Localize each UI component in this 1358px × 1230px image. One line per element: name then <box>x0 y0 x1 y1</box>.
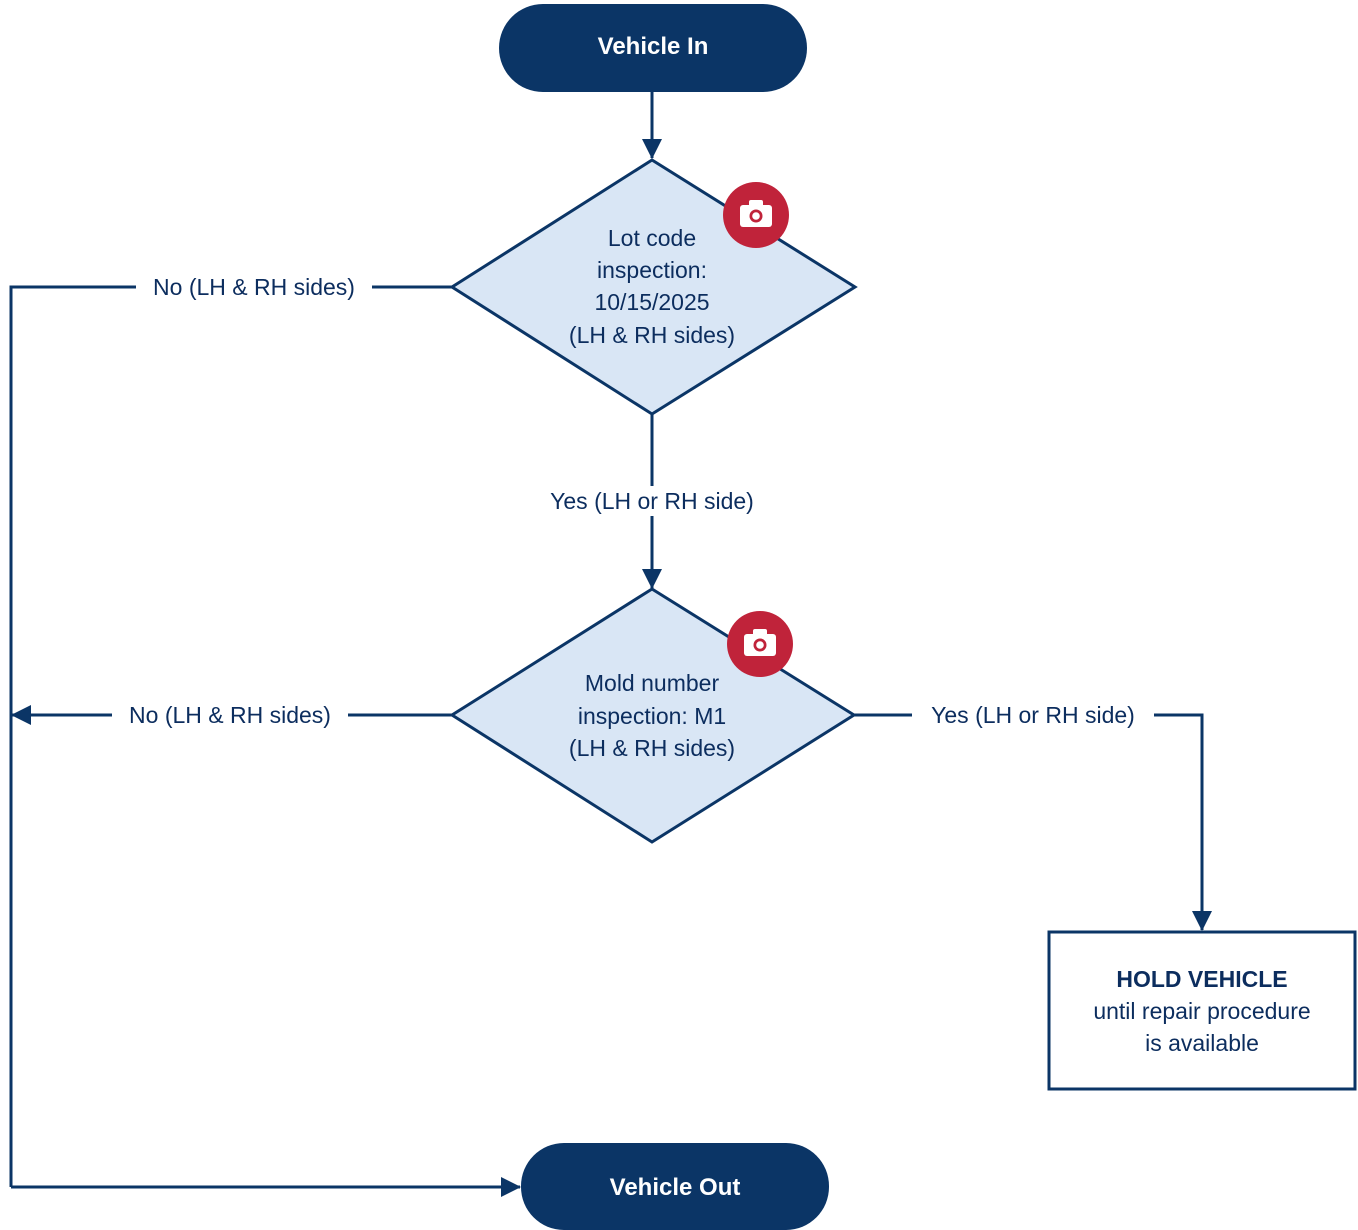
lot-code-line-2: inspection: <box>597 257 707 283</box>
edge-label-lot-yes: Yes (LH or RH side) <box>530 486 774 516</box>
lot-code-line-4: (LH & RH sides) <box>569 322 735 348</box>
start-terminal: Vehicle In <box>499 4 807 92</box>
edge-label-lot-no: No (LH & RH sides) <box>136 272 372 302</box>
svg-text:Yes (LH or RH side): Yes (LH or RH side) <box>550 488 754 514</box>
end-label: Vehicle Out <box>610 1174 741 1201</box>
lot-code-decision: Lot code inspection: 10/15/2025 (LH & RH… <box>449 158 858 416</box>
svg-text:Yes (LH or RH side): Yes (LH or RH side) <box>931 702 1135 728</box>
hold-line-1: until repair procedure <box>1093 998 1310 1024</box>
edge-lot-no <box>9 285 452 1187</box>
svg-text:No (LH & RH sides): No (LH & RH sides) <box>153 274 355 300</box>
camera-icon <box>727 611 793 677</box>
mold-line-2: inspection: M1 <box>578 703 726 729</box>
hold-line-2: is available <box>1145 1030 1259 1056</box>
svg-text:No (LH & RH sides): No (LH & RH sides) <box>129 702 331 728</box>
hold-vehicle-box: HOLD VEHICLE until repair procedure is a… <box>1047 930 1357 1091</box>
start-label: Vehicle In <box>598 33 709 60</box>
lot-code-line-1: Lot code <box>608 225 696 251</box>
edge-mold-yes <box>854 713 1212 931</box>
edge-label-mold-yes: Yes (LH or RH side) <box>912 700 1154 730</box>
hold-title: HOLD VEHICLE <box>1116 966 1287 992</box>
end-terminal: Vehicle Out <box>521 1143 829 1230</box>
mold-line-3: (LH & RH sides) <box>569 735 735 761</box>
mold-decision: Mold number inspection: M1 (LH & RH side… <box>449 587 857 844</box>
camera-icon <box>723 182 789 248</box>
edge-label-mold-no: No (LH & RH sides) <box>112 700 348 730</box>
mold-line-1: Mold number <box>585 670 720 696</box>
lot-code-line-3: 10/15/2025 <box>594 289 709 315</box>
